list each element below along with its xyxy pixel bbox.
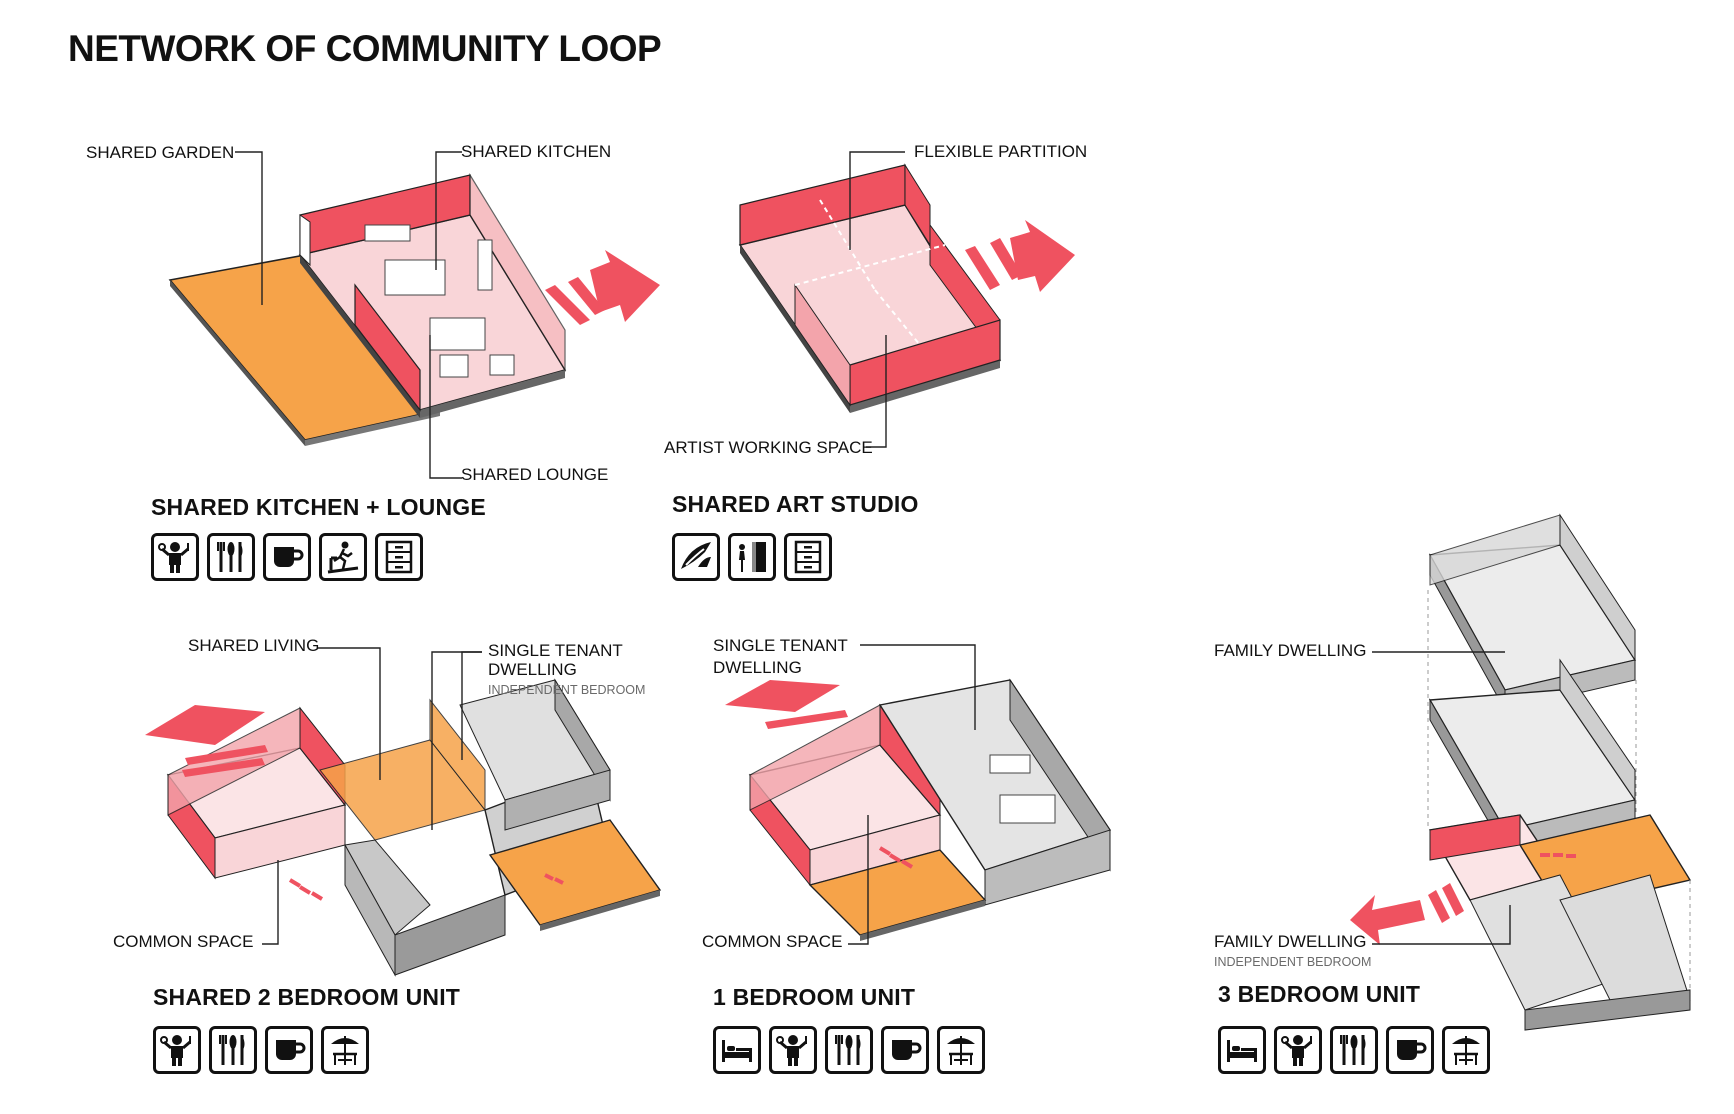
heading-two-bedroom: SHARED 2 BEDROOM UNIT <box>153 984 461 1010</box>
label-shared-kitchen: SHARED KITCHEN <box>461 142 612 161</box>
icons-two-bedroom <box>153 1026 369 1074</box>
icons-one-bedroom <box>713 1026 985 1074</box>
cup-icon <box>265 1026 313 1074</box>
label-shared-lounge: SHARED LOUNGE <box>461 465 609 484</box>
label-single-tenant: SINGLE TENANT <box>488 641 623 660</box>
bed-icon <box>713 1026 761 1074</box>
icons-kitchen-lounge <box>151 533 423 581</box>
kitchen-lounge-drawing <box>168 151 660 479</box>
three-bedroom-drawing <box>1350 513 1692 1031</box>
bed-icon <box>1218 1026 1266 1074</box>
cabinet-icon <box>784 533 832 581</box>
gallery-icon <box>728 533 776 581</box>
paint-icon <box>672 533 720 581</box>
chef-icon <box>153 1026 201 1074</box>
chef-icon <box>769 1026 817 1074</box>
label-shared-living: SHARED LIVING <box>188 636 320 655</box>
cutlery-icon <box>1330 1026 1378 1074</box>
picnic-icon <box>1442 1026 1490 1074</box>
heading-one-bedroom: 1 BEDROOM UNIT <box>713 984 916 1010</box>
cabinet-icon <box>375 533 423 581</box>
cup-icon <box>263 533 311 581</box>
picnic-icon <box>937 1026 985 1074</box>
label-family-dwelling-bottom: FAMILY DWELLING <box>1214 932 1367 951</box>
flow-arrow <box>1350 895 1425 945</box>
heading-three-bedroom: 3 BEDROOM UNIT <box>1218 981 1421 1007</box>
art-studio-drawing <box>738 151 1075 448</box>
label-dwelling-1bed: DWELLING <box>713 658 802 677</box>
two-bedroom-drawing <box>145 647 662 977</box>
label-dwelling: DWELLING <box>488 660 577 679</box>
label-independent-bedroom: INDEPENDENT BEDROOM <box>488 683 646 697</box>
chef-icon <box>151 533 199 581</box>
label-artist-working-space: ARTIST WORKING SPACE <box>664 438 873 457</box>
treadmill-icon <box>319 533 367 581</box>
picnic-icon <box>321 1026 369 1074</box>
cutlery-icon <box>209 1026 257 1074</box>
cutlery-icon <box>825 1026 873 1074</box>
page-title: NETWORK OF COMMUNITY LOOP <box>68 28 662 69</box>
heading-kitchen-lounge: SHARED KITCHEN + LOUNGE <box>151 494 486 520</box>
label-shared-garden: SHARED GARDEN <box>86 143 235 162</box>
icons-three-bedroom <box>1218 1026 1490 1074</box>
label-common-space-1bed: COMMON SPACE <box>702 932 843 951</box>
cup-icon <box>1386 1026 1434 1074</box>
label-family-dwelling-top: FAMILY DWELLING <box>1214 641 1367 660</box>
chef-icon <box>1274 1026 1322 1074</box>
label-flexible-partition: FLEXIBLE PARTITION <box>914 142 1088 161</box>
flow-arrow <box>145 705 265 745</box>
flow-arrow <box>725 680 840 712</box>
cutlery-icon <box>207 533 255 581</box>
cup-icon <box>881 1026 929 1074</box>
heading-art-studio: SHARED ART STUDIO <box>672 491 919 517</box>
label-common-space: COMMON SPACE <box>113 932 254 951</box>
flow-arrow <box>545 285 590 325</box>
label-single-tenant-1bed: SINGLE TENANT <box>713 636 848 655</box>
one-bedroom-drawing <box>725 644 1112 945</box>
label-independent-bedroom-3bed: INDEPENDENT BEDROOM <box>1214 955 1372 969</box>
icons-art-studio <box>672 533 832 581</box>
